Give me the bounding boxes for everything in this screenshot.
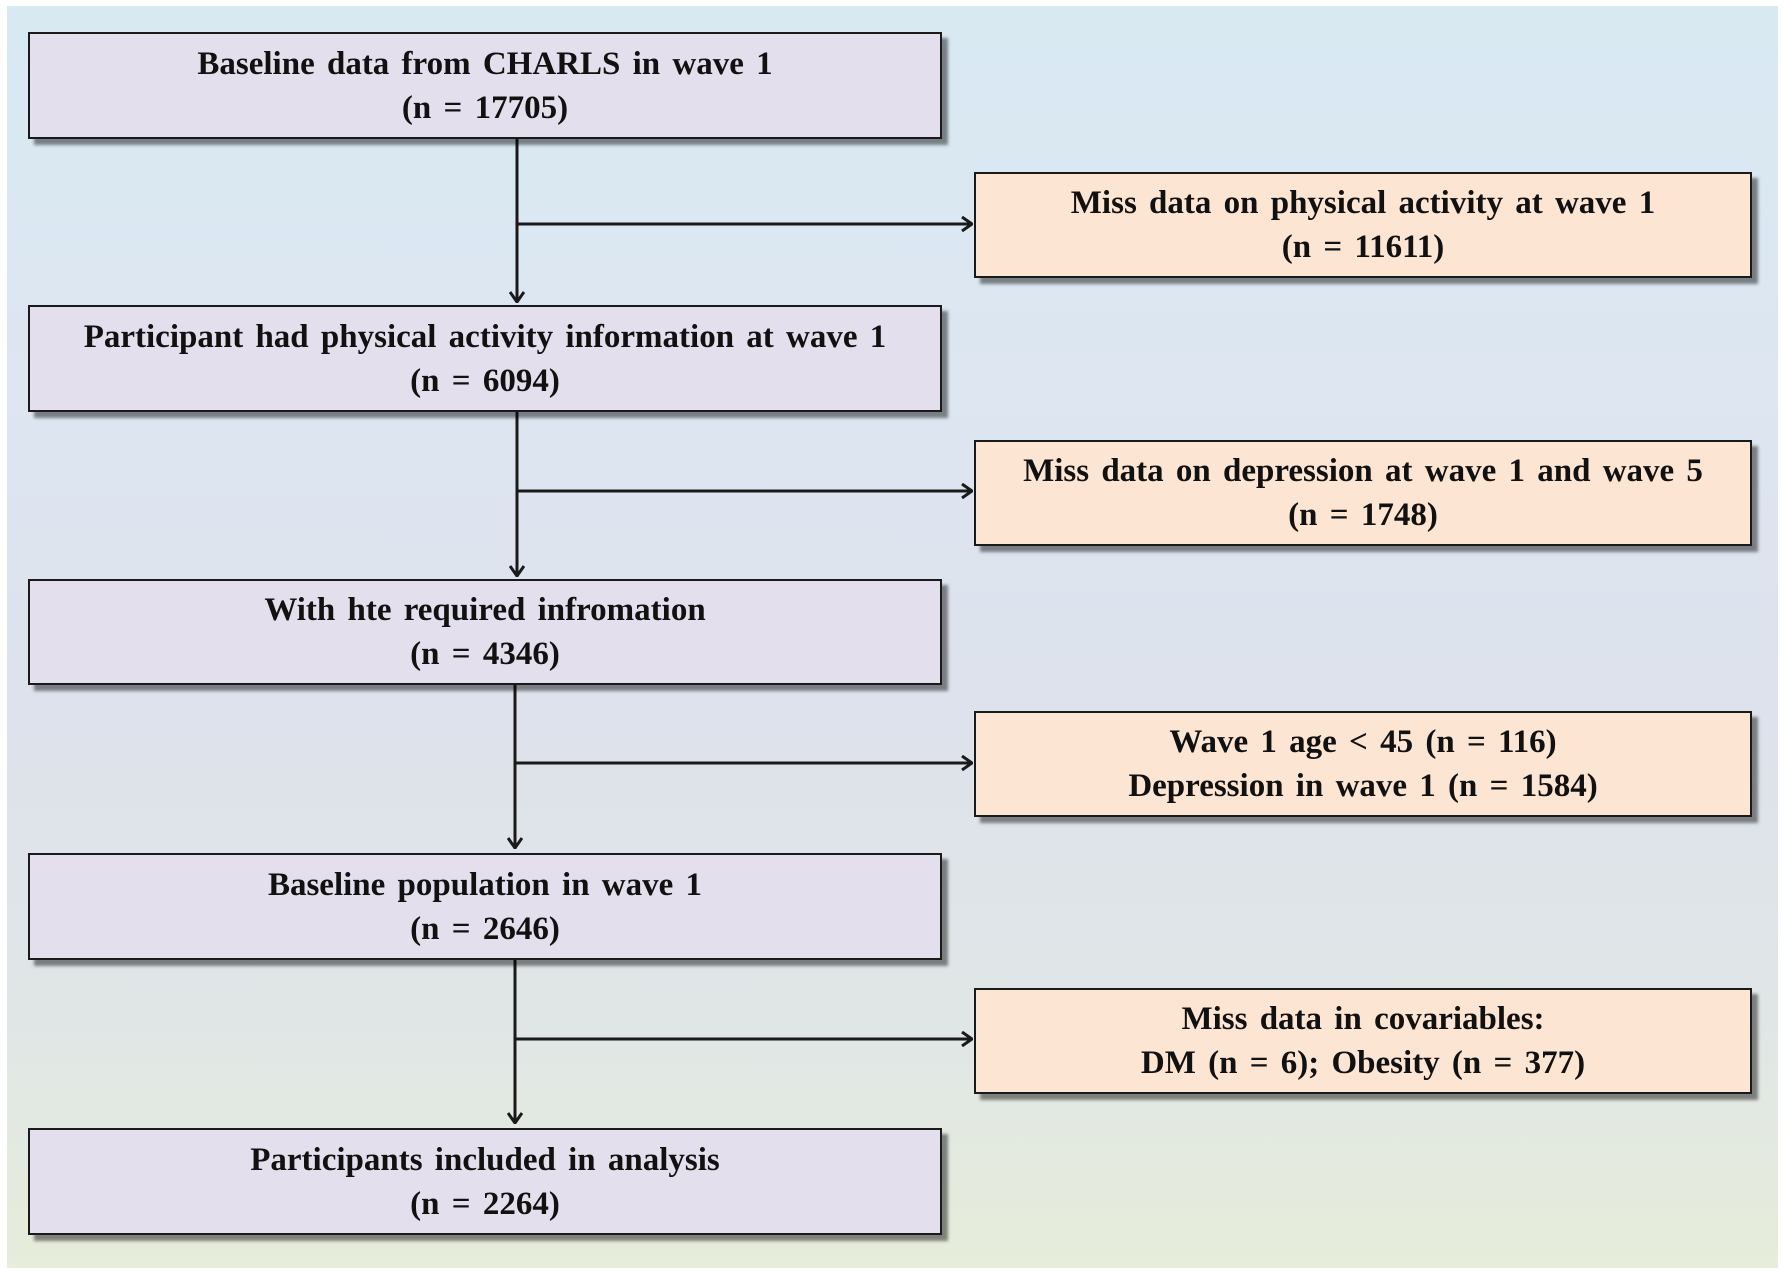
exclusion-missing-physical-activity-count: (n = 11611) — [1281, 229, 1445, 265]
exclusion-depression-line: Depression in wave 1 (n = 1584) — [1128, 768, 1598, 804]
step-required-information-label: With hte required infromation — [264, 592, 706, 628]
step-participants-included: Participants included in analysis (n = 2… — [28, 1128, 942, 1235]
step-baseline-data-count: (n = 17705) — [401, 89, 569, 126]
step-baseline-population: Baseline population in wave 1 (n = 2646) — [28, 853, 942, 960]
step-required-information-count: (n = 4346) — [410, 636, 560, 672]
exclusion-missing-depression-count: (n = 1748) — [1288, 497, 1438, 533]
exclusion-missing-physical-activity: Miss data on physical activity at wave 1… — [974, 172, 1752, 278]
exclusion-missing-covariables-detail: DM (n = 6); Obesity (n = 377) — [1140, 1045, 1586, 1081]
step-baseline-population-count: (n = 2646) — [410, 910, 560, 947]
step-required-information: With hte required infromation (n = 4346) — [28, 579, 942, 685]
exclusion-missing-covariables: Miss data in covariables: DM (n = 6); Ob… — [974, 988, 1752, 1094]
step-baseline-data-label: Baseline data from CHARLS in wave 1 — [197, 45, 773, 82]
step-participants-included-label: Participants included in analysis — [250, 1141, 720, 1178]
step-physical-activity-info-count: (n = 6094) — [410, 362, 560, 399]
exclusion-missing-covariables-label: Miss data in covariables: — [1181, 1001, 1545, 1037]
exclusion-missing-physical-activity-label: Miss data on physical activity at wave 1 — [1070, 185, 1656, 221]
exclusion-missing-depression-label: Miss data on depression at wave 1 and wa… — [1023, 453, 1703, 489]
step-baseline-data: Baseline data from CHARLS in wave 1 (n =… — [28, 32, 942, 139]
step-physical-activity-info-label: Participant had physical activity inform… — [83, 318, 887, 355]
step-participants-included-count: (n = 2264) — [410, 1185, 560, 1222]
exclusion-age-and-depression: Wave 1 age < 45 (n = 116) Depression in … — [974, 711, 1752, 817]
step-physical-activity-info: Participant had physical activity inform… — [28, 305, 942, 412]
exclusion-age-line: Wave 1 age < 45 (n = 116) — [1169, 724, 1557, 760]
exclusion-missing-depression: Miss data on depression at wave 1 and wa… — [974, 440, 1752, 546]
step-baseline-population-label: Baseline population in wave 1 — [267, 866, 703, 903]
